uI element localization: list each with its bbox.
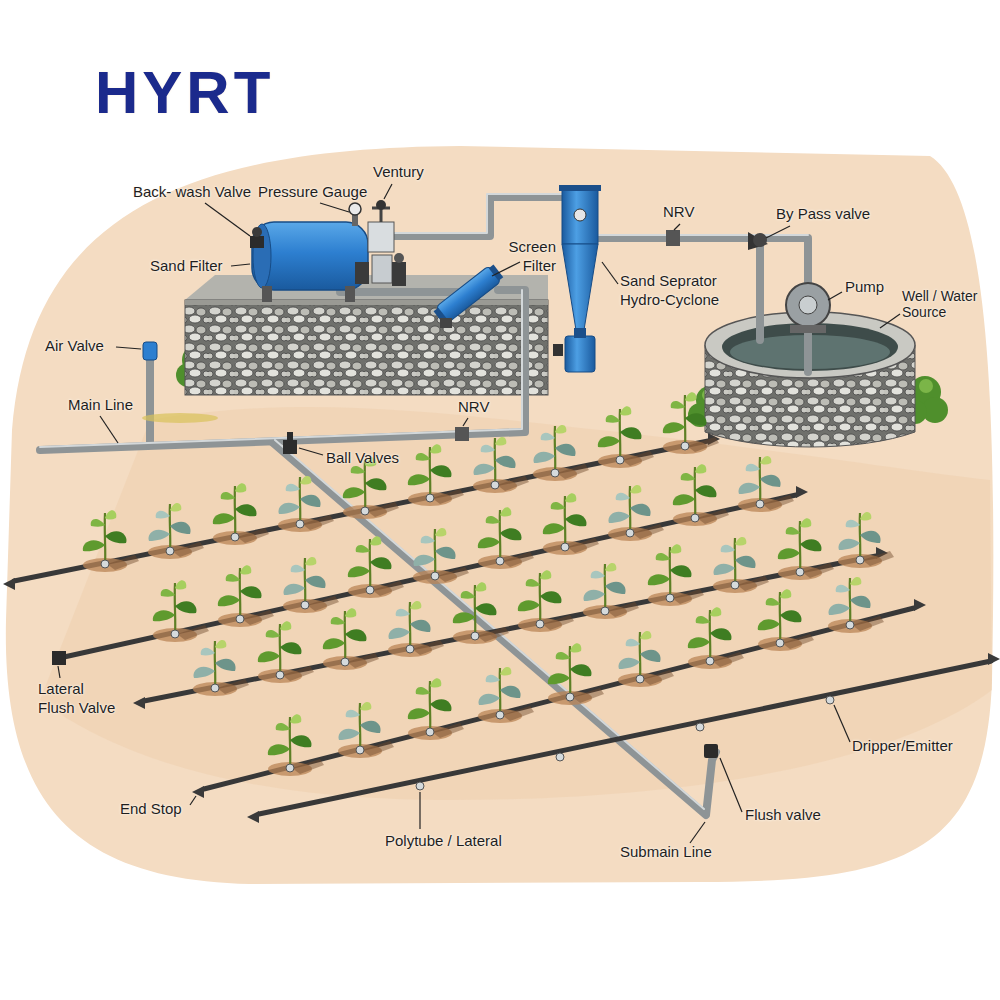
part-label: Sand Filter [150,257,223,276]
part-label: Ball Valves [326,449,399,468]
part-label: NRV [458,398,489,417]
part-label: Polytube / Lateral [385,832,502,851]
part-label: Dripper/Emitter [852,737,953,756]
part-label: By Pass valve [776,205,870,224]
part-label: Screen Filter [500,238,556,276]
part-label: Pump [845,278,884,297]
part-label: Main Line [68,396,133,415]
part-label: Air Valve [45,337,104,356]
brand-logo: HYRT [95,58,274,127]
part-label: Flush valve [745,806,821,825]
part-label: NRV [663,203,694,222]
part-label: Lateral Flush Valve [38,680,124,718]
part-label: End Stop [120,800,182,819]
part-label: Submain Line [620,843,712,862]
part-label: Ventury [373,163,424,182]
part-label: Sand Seprator Hydro-Cyclone [620,272,732,310]
part-label: Pressure Gauge [258,183,367,202]
part-label: Back- wash Valve [133,183,251,202]
part-label: Well / Water Source [902,288,994,320]
